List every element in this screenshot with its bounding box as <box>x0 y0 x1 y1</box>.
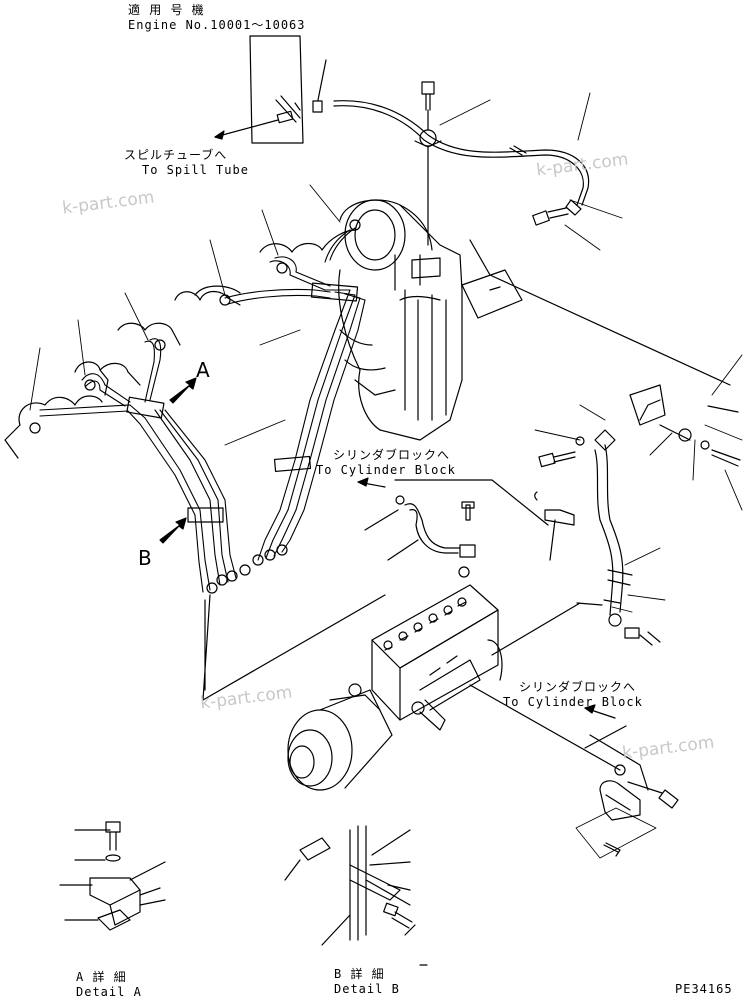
leader-lines <box>29 92 743 613</box>
cylinder-block-line-2 <box>469 602 679 859</box>
serial-inset-box <box>249 35 327 144</box>
detail-a-drawing <box>59 821 166 931</box>
cylinder-block-label-1-en: To Cylinder Block <box>316 463 456 477</box>
cylinder-block-arrowhead-2 <box>584 704 596 714</box>
bracket-plate <box>461 239 731 386</box>
cylinder-block-arrowhead-1 <box>357 477 369 487</box>
view-b-arrow <box>159 517 187 544</box>
cylinder-block-label-2-jp: シリンダブロックへ <box>519 680 637 694</box>
spill-tube-arrow <box>214 119 279 138</box>
view-a-label: A <box>196 358 210 382</box>
injection-pipes <box>39 227 366 593</box>
cylinder-block-label-1-jp: シリンダブロックへ <box>333 448 451 462</box>
cylinder-block-label-2-en: To Cylinder Block <box>503 695 643 709</box>
engine-number-range: Engine No.10001～10063 <box>128 18 306 32</box>
detail-a-title-en: Detail A <box>76 985 142 999</box>
applicable-serial-jp: 適 用 号 機 <box>128 3 205 17</box>
spill-tube-label-en: To Spill Tube <box>142 163 249 177</box>
drawing-code: PE34165 <box>675 982 733 996</box>
cylinder-block-line-1 <box>364 479 575 578</box>
view-b-label: B <box>138 546 152 570</box>
spill-tube-hose <box>333 81 590 246</box>
right-hose-assembly <box>538 384 741 646</box>
detail-b-title-jp: B 詳 細 <box>334 967 385 981</box>
detail-b-title-en: Detail B <box>334 982 400 996</box>
injection-pump <box>202 584 503 791</box>
detail-b-drawing <box>284 825 416 946</box>
view-a-arrow <box>169 377 197 404</box>
spill-tube-arrowhead <box>214 130 225 140</box>
detail-a-title-jp: A 詳 細 <box>76 970 127 984</box>
pipe-clamps <box>29 219 361 594</box>
engine-block <box>4 199 463 459</box>
spill-tube-label-jp: スピルチューブへ <box>124 148 228 162</box>
